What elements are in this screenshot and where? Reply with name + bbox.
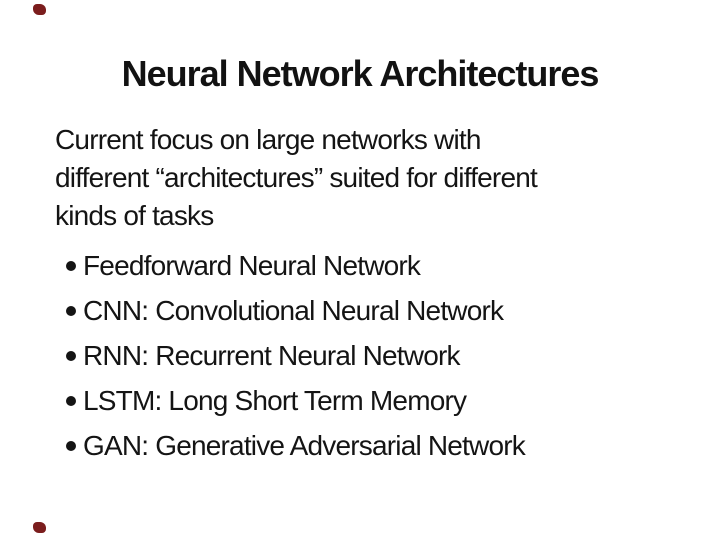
bullet-label: CNN: Convolutional Neural Network (83, 294, 504, 326)
corner-mark-top-left-icon (33, 4, 46, 15)
bullet-icon (66, 395, 76, 406)
bullet-icon (66, 350, 76, 361)
bullet-icon (66, 305, 76, 316)
intro-line: Current focus on large networks with (55, 124, 481, 155)
bullet-icon (66, 260, 76, 271)
corner-mark-bottom-left-icon (33, 522, 46, 533)
bullet-item: LSTM: Long Short Term Memory (66, 378, 525, 423)
bullet-icon (66, 440, 76, 451)
bullet-item: Feedforward Neural Network (66, 243, 525, 288)
bullet-item: RNN: Recurrent Neural Network (66, 333, 525, 378)
bullet-item: CNN: Convolutional Neural Network (66, 288, 525, 333)
slide-title: Neural Network Architectures (121, 53, 600, 94)
bullet-label: RNN: Recurrent Neural Network (83, 339, 461, 371)
intro-paragraph: Current focus on large networks with dif… (55, 121, 695, 235)
bullet-label: GAN: Generative Adversarial Network (83, 429, 526, 461)
bullet-label: LSTM: Long Short Term Memory (83, 384, 467, 416)
bullet-list: Feedforward Neural Network CNN: Convolut… (66, 243, 526, 468)
bullet-item: GAN: Generative Adversarial Network (66, 423, 526, 468)
intro-line: different “architectures” suited for dif… (55, 162, 538, 193)
bullet-label: Feedforward Neural Network (83, 249, 421, 281)
intro-line: kinds of tasks (55, 200, 214, 231)
